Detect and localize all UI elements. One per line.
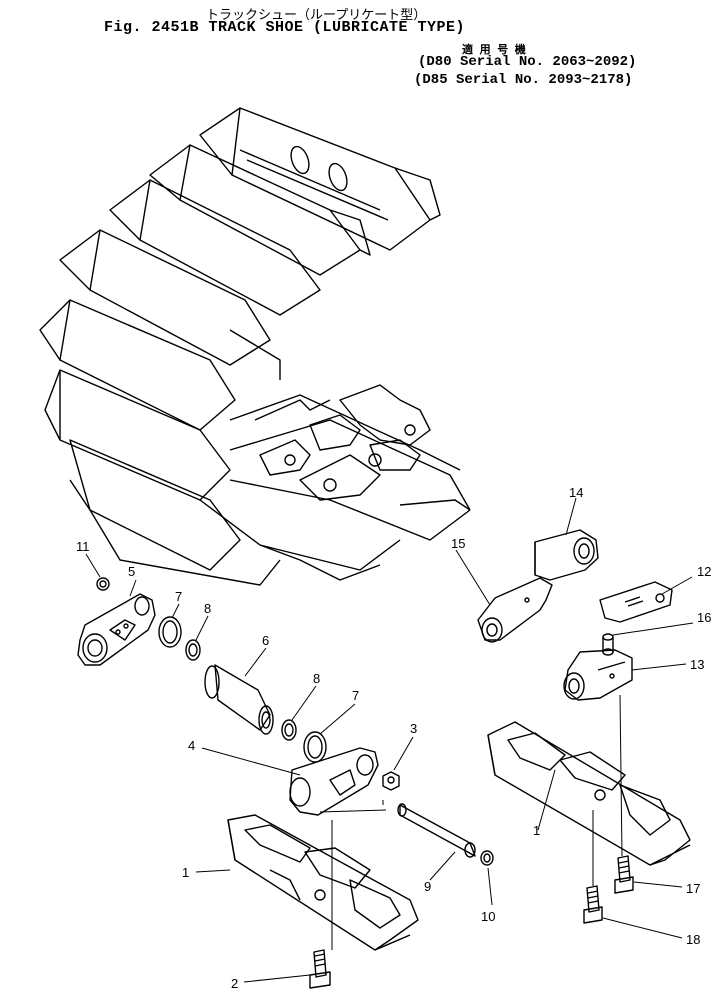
- applicability-japanese: 適 用 号 機: [462, 45, 526, 57]
- callout-7-upper: 7: [175, 589, 182, 604]
- part-5-link: [77, 593, 156, 666]
- part-1-shoe: [227, 814, 419, 951]
- callout-7-lower: 7: [352, 688, 359, 703]
- serial-range-d85: (D85 Serial No. 2093~2178): [414, 72, 633, 88]
- callout-18: 18: [686, 932, 700, 947]
- part-7-seal-lower: [303, 731, 327, 763]
- callout-3: 3: [410, 721, 417, 736]
- part-15-link: [477, 577, 553, 643]
- callout-labels: 11 5 7 8 6 8 7 3 4 1 2 9 10 15 14 12 16 …: [76, 485, 711, 991]
- part-7-seal: [158, 616, 182, 648]
- callout-8-lower: 8: [313, 671, 320, 686]
- part-4-link: [289, 747, 379, 816]
- callout-14: 14: [569, 485, 583, 500]
- callout-11: 11: [76, 539, 90, 554]
- part-12-master-link: [599, 581, 673, 623]
- callout-17: 17: [686, 881, 700, 896]
- serial-range-d80: (D80 Serial No. 2063~2092): [418, 54, 637, 70]
- callout-2: 2: [231, 976, 238, 991]
- callout-10: 10: [481, 909, 495, 924]
- part-1-shoe-right: [487, 721, 691, 866]
- callout-15: 15: [451, 536, 465, 551]
- part-11-plug: [96, 577, 110, 591]
- leader-lines: [85, 497, 694, 983]
- track-shoe-assembly-illustration: [39, 107, 471, 586]
- part-2-bolt: [309, 949, 331, 989]
- callout-1-right: 1: [533, 823, 540, 838]
- callout-6: 6: [262, 633, 269, 648]
- figure-title: Fig. 2451B TRACK SHOE (LUBRICATE TYPE): [104, 19, 466, 36]
- callout-8-upper: 8: [204, 601, 211, 616]
- title-japanese: トラックシュー（ループリケート型）: [206, 8, 427, 23]
- part-8-ring-lower: [281, 719, 297, 741]
- callout-9: 9: [424, 879, 431, 894]
- part-17-bolt: [614, 855, 634, 894]
- part-6-bushing: [204, 664, 274, 735]
- callout-16: 16: [697, 610, 711, 625]
- callout-1-left: 1: [182, 865, 189, 880]
- callout-13: 13: [690, 657, 704, 672]
- part-16-pin: [602, 633, 614, 656]
- part-9-pin: [397, 803, 476, 858]
- part-14-link: [534, 529, 599, 581]
- part-3-nut: [382, 771, 400, 791]
- part-18-bolt: [583, 885, 603, 924]
- part-8-ring: [185, 639, 201, 661]
- callout-12: 12: [697, 564, 711, 579]
- part-13-master-link: [563, 649, 633, 701]
- part-10-plug: [480, 850, 494, 866]
- callout-4: 4: [188, 738, 195, 753]
- callout-5: 5: [128, 564, 135, 579]
